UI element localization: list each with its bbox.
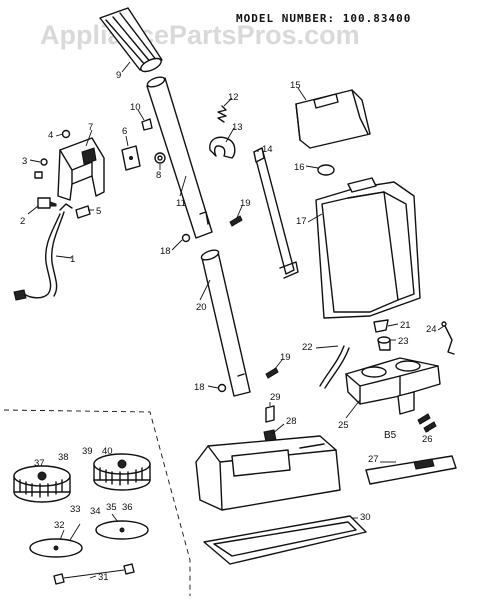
part-26-screws — [417, 413, 437, 433]
part-17-bag-housing — [315, 177, 421, 319]
part-29-plug — [265, 405, 275, 423]
part-2-switch — [37, 197, 57, 209]
part-16-knob — [317, 164, 335, 176]
leader-lines — [27, 61, 445, 579]
part-6-plate — [121, 145, 141, 171]
part-7-switch-bracket — [57, 137, 105, 201]
callout-5: 5 — [96, 206, 101, 217]
callout-16: 16 — [294, 162, 305, 173]
callout-6: 6 — [122, 126, 127, 137]
part-10-bolt — [141, 118, 153, 131]
section-label: B5 — [384, 430, 397, 441]
callout-18a: 18 — [160, 246, 171, 257]
part-8-nut — [154, 152, 166, 164]
callout-15: 15 — [290, 80, 301, 91]
part-11-upper-tube — [146, 76, 213, 239]
part-25-motor-mount — [345, 357, 441, 415]
callout-31: 31 — [98, 572, 109, 583]
callout-13: 13 — [232, 122, 243, 133]
callout-38: 38 — [58, 452, 69, 463]
callout-11: 11 — [176, 198, 186, 209]
part-37-38-brush-left — [13, 465, 71, 503]
callout-40: 40 — [102, 446, 113, 457]
callout-21: 21 — [400, 320, 411, 331]
part-4-screw — [61, 129, 71, 139]
callout-23: 23 — [398, 336, 409, 347]
part-23-fitting — [377, 336, 391, 351]
part-13-clamp — [209, 136, 236, 159]
part-12-spring — [217, 105, 227, 123]
callout-7: 7 — [88, 122, 93, 133]
base-housing — [195, 435, 341, 511]
part-9-handle-grip — [99, 7, 163, 73]
part-19-lower-screw — [265, 367, 279, 379]
callout-35: 35 — [106, 502, 117, 513]
watermark-text: AppliancePartsPros.com — [40, 20, 360, 50]
part-20-lower-tube — [200, 249, 251, 397]
part-32-33-pad-left — [29, 538, 83, 558]
callout-37: 37 — [34, 458, 45, 469]
callout-9: 9 — [116, 70, 121, 81]
callout-34: 34 — [90, 506, 101, 517]
part-15-bag-lid — [295, 89, 371, 149]
callout-33: 33 — [70, 504, 81, 515]
callout-17: 17 — [296, 216, 307, 227]
callout-4: 4 — [48, 130, 53, 141]
callout-2: 2 — [20, 216, 25, 227]
callout-39: 39 — [82, 446, 93, 457]
part-39-40-brush-right — [93, 453, 151, 491]
part-34-35-36-pad-right — [95, 520, 149, 540]
part-30-bottom-plate — [203, 515, 367, 565]
callout-27: 27 — [368, 454, 379, 465]
part-14-bracket-rod — [253, 147, 299, 279]
callout-10: 10 — [130, 102, 141, 113]
callout-36: 36 — [122, 502, 133, 513]
callout-32: 32 — [54, 520, 65, 531]
callout-3: 3 — [22, 156, 27, 167]
callout-28: 28 — [286, 416, 297, 427]
part-31-clips — [53, 563, 135, 585]
callout-25: 25 — [338, 420, 349, 431]
callout-19a: 19 — [240, 198, 251, 209]
part-18-lower-screw — [217, 383, 227, 393]
callout-30: 30 — [360, 512, 371, 523]
brush-section-boundary — [3, 409, 191, 596]
part-1-power-cord — [13, 203, 73, 301]
callout-1: 1 — [70, 254, 75, 265]
callout-26: 26 — [422, 434, 433, 445]
callout-8: 8 — [156, 170, 161, 181]
part-3-nuts — [34, 158, 48, 179]
part-5-clip — [75, 205, 91, 219]
part-22-hose — [319, 345, 350, 389]
callout-19b: 19 — [280, 352, 291, 363]
model-number: MODEL NUMBER: 100.83400 — [236, 12, 411, 25]
callout-20: 20 — [196, 302, 207, 313]
part-21-cap — [373, 319, 389, 333]
callout-29: 29 — [270, 392, 281, 403]
callout-24: 24 — [426, 324, 437, 335]
callout-12: 12 — [228, 92, 239, 103]
part-18-upper-screw — [181, 233, 191, 243]
callout-14: 14 — [262, 144, 273, 155]
callout-labels: 1 2 3 4 5 6 7 8 9 10 11 12 13 14 15 16 1… — [20, 70, 437, 583]
part-19-upper-screw — [229, 215, 243, 227]
part-24-pin — [441, 321, 455, 355]
part-27-trim-strip — [365, 455, 457, 485]
callout-22: 22 — [302, 342, 313, 353]
callout-18b: 18 — [194, 382, 205, 393]
